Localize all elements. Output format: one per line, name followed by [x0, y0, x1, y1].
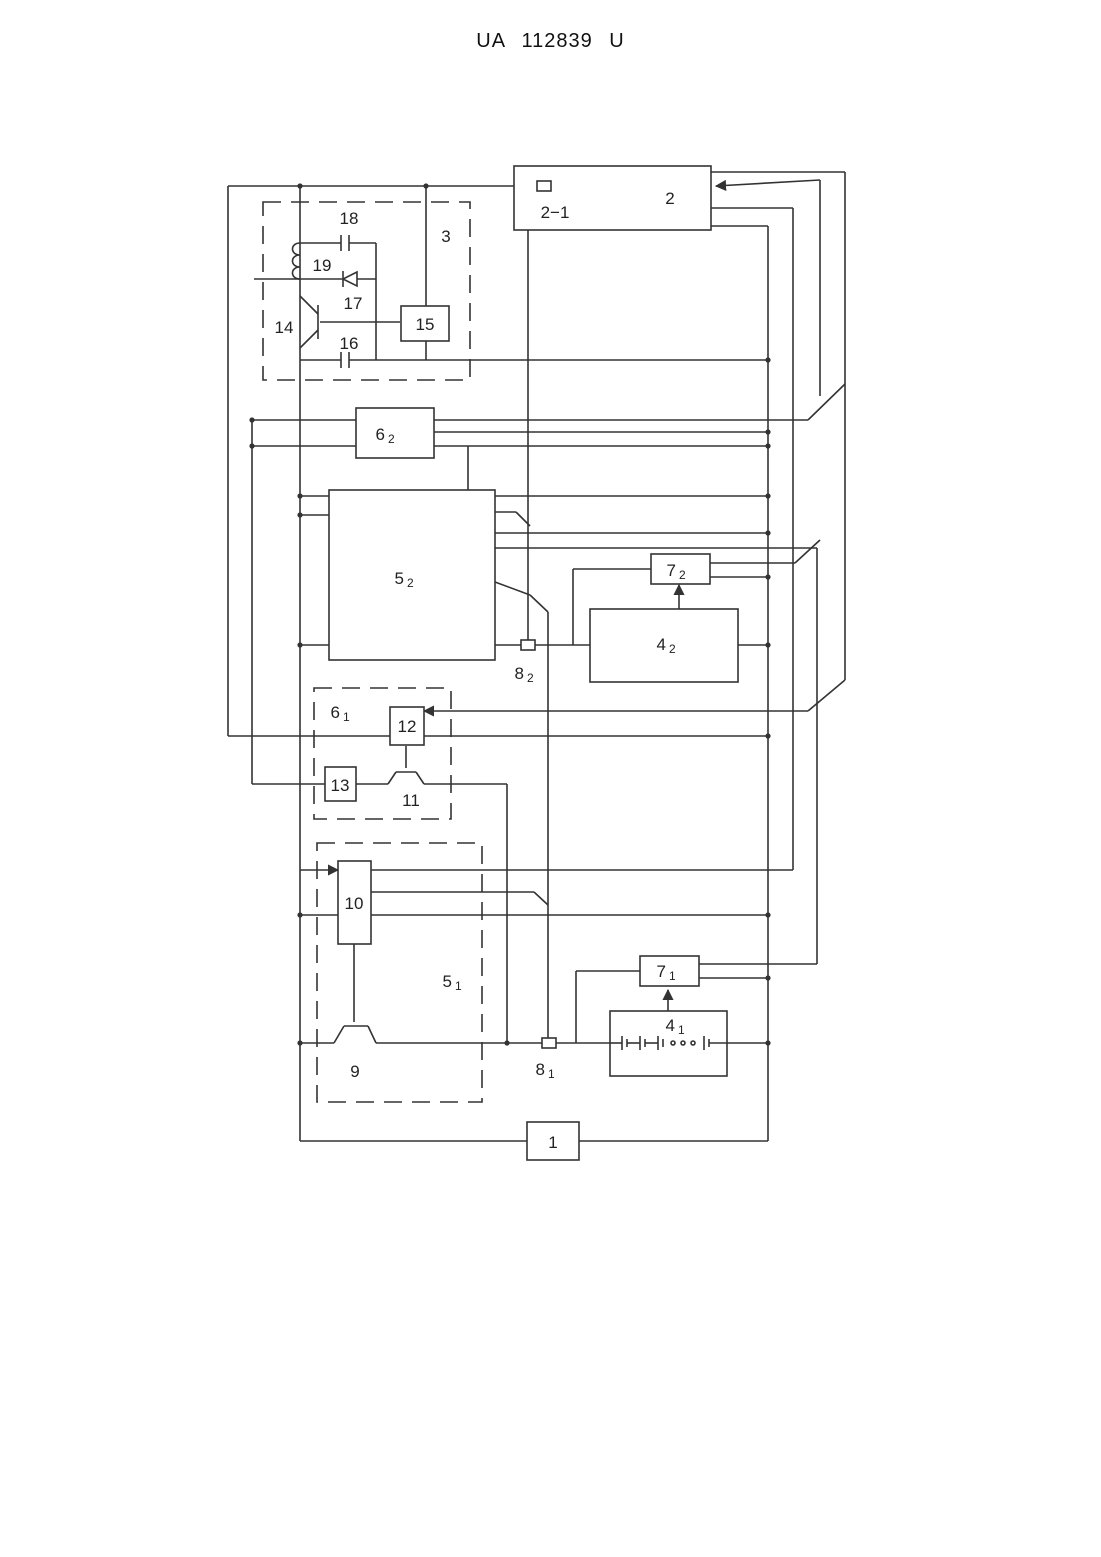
label-6-1-sub: 1: [343, 710, 350, 724]
capacitor-18: [341, 235, 349, 251]
label-17: 17: [344, 294, 363, 313]
label-7-2: 7: [667, 561, 676, 580]
sensor-8-2: [521, 640, 535, 650]
label-5-2-sub: 2: [407, 576, 414, 590]
label-13: 13: [331, 776, 350, 795]
label-14: 14: [275, 318, 294, 337]
label-15: 15: [416, 315, 435, 334]
label-10: 10: [345, 894, 364, 913]
wiring: [228, 172, 845, 1141]
label-6-1: 6: [331, 703, 340, 722]
label-9: 9: [350, 1062, 359, 1081]
label-8-1: 8: [536, 1060, 545, 1079]
label-2-1: 2−1: [541, 203, 570, 222]
label-5-1: 5: [443, 972, 452, 991]
label-6-2-sub: 2: [388, 432, 395, 446]
label-5-1-sub: 1: [455, 979, 462, 993]
fuse-2-1: [537, 181, 551, 191]
label-8-2: 8: [515, 664, 524, 683]
label-8-2-sub: 2: [527, 671, 534, 685]
label-2: 2: [665, 189, 674, 208]
group-3-outline: [263, 202, 470, 380]
label-16: 16: [340, 334, 359, 353]
label-3: 3: [441, 227, 450, 246]
label-19: 19: [313, 256, 332, 275]
label-4-1: 4: [666, 1016, 675, 1035]
block-6-2: [356, 408, 434, 458]
label-4-2-sub: 2: [669, 642, 676, 656]
label-4-1-sub: 1: [678, 1023, 685, 1037]
label-11: 11: [402, 791, 420, 810]
label-7-1: 7: [657, 962, 666, 981]
label-7-2-sub: 2: [679, 568, 686, 582]
label-6-2: 6: [376, 425, 385, 444]
label-18: 18: [340, 209, 359, 228]
diode-17: [343, 271, 357, 287]
label-4-2: 4: [657, 635, 666, 654]
label-12: 12: [398, 717, 417, 736]
inductor-19: [293, 243, 301, 279]
label-1: 1: [548, 1133, 557, 1152]
label-8-1-sub: 1: [548, 1067, 555, 1081]
capacitor-16: [341, 352, 349, 368]
sensor-8-1: [542, 1038, 556, 1048]
block-5-2: [329, 490, 495, 660]
label-5-2: 5: [395, 569, 404, 588]
label-7-1-sub: 1: [669, 969, 676, 983]
